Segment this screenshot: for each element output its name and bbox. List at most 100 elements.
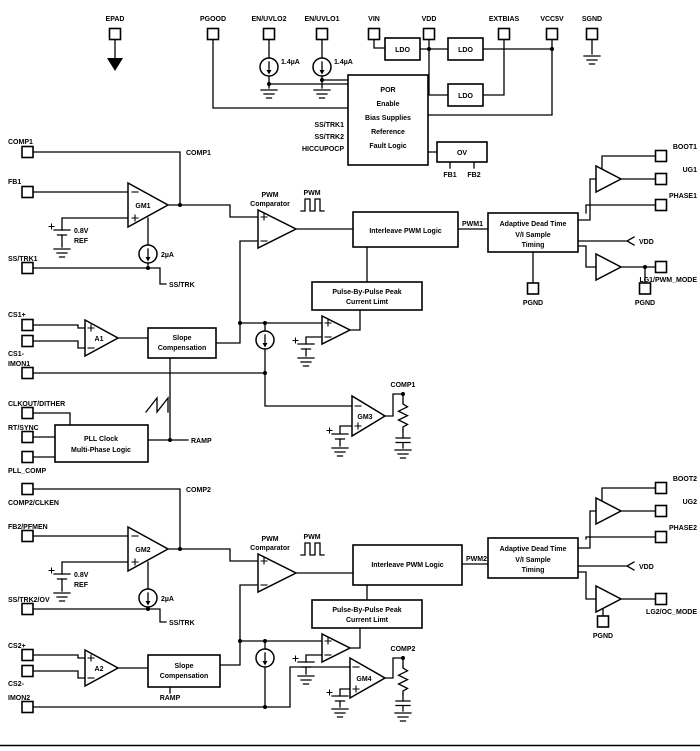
pin-label-extbias: EXTBIAS [489, 16, 520, 23]
junction-dot [401, 392, 405, 396]
block-label-ldo-1: LDO [395, 47, 410, 54]
vdd-arrow-icon [625, 561, 635, 571]
amp-a2 [84, 648, 120, 688]
ground-icon [297, 357, 315, 367]
block-ldo-3 [447, 83, 484, 107]
battery-icon [292, 337, 315, 350]
current-label-ss1: 2µA [161, 252, 174, 259]
por-line-1: POR [380, 87, 395, 94]
pin-label-pgnd-1b: PGND [635, 300, 655, 307]
pin-rt-sync [21, 430, 34, 444]
pin-vin [367, 27, 381, 41]
net-label-comp1: COMP1 [186, 150, 211, 157]
comparator-pwm-2 [257, 552, 298, 594]
pin-label-vdd: VDD [422, 16, 437, 23]
pin-label-lg2-oc-mode: LG2/OC_MODE [646, 609, 697, 616]
amp-label-gm1: GM1 [135, 203, 150, 210]
adaptive-2-line-1: Adaptive Dead Time [500, 546, 567, 553]
pin-phase2 [654, 530, 668, 544]
adaptive-1-line-3: Timing [522, 242, 545, 249]
junction-dots [146, 47, 647, 709]
pin-label-comp2-clken: COMP2/CLKEN [8, 500, 59, 507]
block-ldo-2 [447, 37, 484, 61]
pwm-waveform-icon [300, 542, 325, 556]
pin-label-ug1: UG1 [683, 167, 698, 174]
block-adaptive-2 [487, 537, 579, 579]
slope-2-line-1: Slope [174, 663, 193, 670]
block-interleave-1 [352, 211, 459, 248]
block-pll [54, 424, 149, 463]
pwm-waveform-label-1: PWM [303, 190, 320, 197]
net-label-vdd-2: VDD [639, 564, 654, 571]
net-label-comp1-node: COMP1 [391, 382, 416, 389]
amp-gm1 [127, 181, 170, 229]
battery-icon [292, 655, 315, 668]
battery-icon [48, 567, 71, 580]
pin-label-vin: VIN [368, 16, 380, 23]
junction-dot [643, 265, 647, 269]
junction-dot [263, 321, 267, 325]
resistor-icon [397, 401, 409, 431]
ref-label-1: REF [74, 238, 89, 245]
adaptive-1-line-2: V/I Sample [515, 232, 551, 239]
slope-1-line-2: Compensation [158, 345, 207, 352]
block-por [347, 74, 429, 166]
junction-dot [263, 639, 267, 643]
amp-label-a1: A1 [95, 336, 104, 343]
junction-dot [401, 656, 405, 660]
comparator-peak-1 [321, 314, 352, 346]
pin-label-ss-trk2-ov: SS/TRK2/OV [8, 597, 50, 604]
epad-ground-arrow-icon [107, 58, 123, 71]
pulse-2-line-1: Pulse-By-Pulse Peak [332, 607, 401, 614]
pin-label-rt-sync: RT/SYNC [8, 425, 39, 432]
pin-sgnd [585, 27, 599, 41]
current-source-icon [138, 588, 158, 608]
pin-ss-trk2-ov [21, 602, 34, 616]
pin-label-phase2: PHASE2 [669, 525, 697, 532]
current-label-en1: 1.4µA [334, 59, 353, 66]
pin-phase1 [654, 198, 668, 212]
ov-input-fb1: FB1 [443, 172, 456, 179]
pin-lg2-oc-mode [654, 592, 668, 606]
pin-cs1-plus [21, 318, 34, 332]
junction-dot [178, 203, 182, 207]
pin-label-comp1: COMP1 [8, 139, 33, 146]
pin-label-cs2-plus: CS2+ [8, 643, 26, 650]
comparator-pwm-1 [257, 208, 298, 250]
pin-vcc5v [545, 27, 559, 41]
pwm-waveform-icon [300, 198, 325, 212]
pin-lg1-pwm-mode [654, 260, 668, 274]
pulse-1-line-2: Current Limt [346, 299, 389, 306]
pin-label-cs1-plus: CS1+ [8, 312, 26, 319]
pin-label-sgnd: SGND [582, 16, 602, 23]
sawtooth-waveform-icon [145, 397, 169, 413]
amp-label-gm4: GM4 [356, 676, 371, 683]
pin-fb1 [21, 185, 34, 199]
wires-channel1-right [532, 155, 656, 284]
ground-icon [53, 248, 71, 258]
junction-dot [267, 82, 271, 86]
wires-channel2-right [577, 487, 656, 617]
pin-cs2-minus [21, 664, 34, 678]
block-pulse-limit-2 [311, 599, 423, 629]
amp-label-gm3: GM3 [357, 414, 372, 421]
pin-label-vcc5v: VCC5V [540, 16, 564, 23]
por-input-sstrk2: SS/TRK2 [314, 134, 344, 141]
pin-comp1 [21, 145, 34, 159]
current-label-en2: 1.4µA [281, 59, 300, 66]
pin-imon2 [21, 700, 34, 714]
pin-label-cs2-minus: CS2- [8, 681, 25, 688]
slope-2-line-2: Compensation [160, 673, 209, 680]
pin-label-fb1: FB1 [8, 179, 21, 186]
pin-en-uvlo1 [315, 27, 329, 41]
pin-label-clkout-dither: CLKOUT/DITHER [8, 401, 65, 408]
pulse-1-line-1: Pulse-By-Pulse Peak [332, 289, 401, 296]
slope-1-line-1: Slope [172, 335, 191, 342]
ground-icon [394, 712, 412, 722]
pin-label-fb2-pfmen: FB2/PFMEN [8, 524, 48, 531]
block-slope-1 [147, 327, 217, 359]
pin-pll-comp [21, 450, 34, 464]
pin-label-imon1: IMON1 [8, 361, 30, 368]
pin-fb2-pfmen [21, 529, 34, 543]
